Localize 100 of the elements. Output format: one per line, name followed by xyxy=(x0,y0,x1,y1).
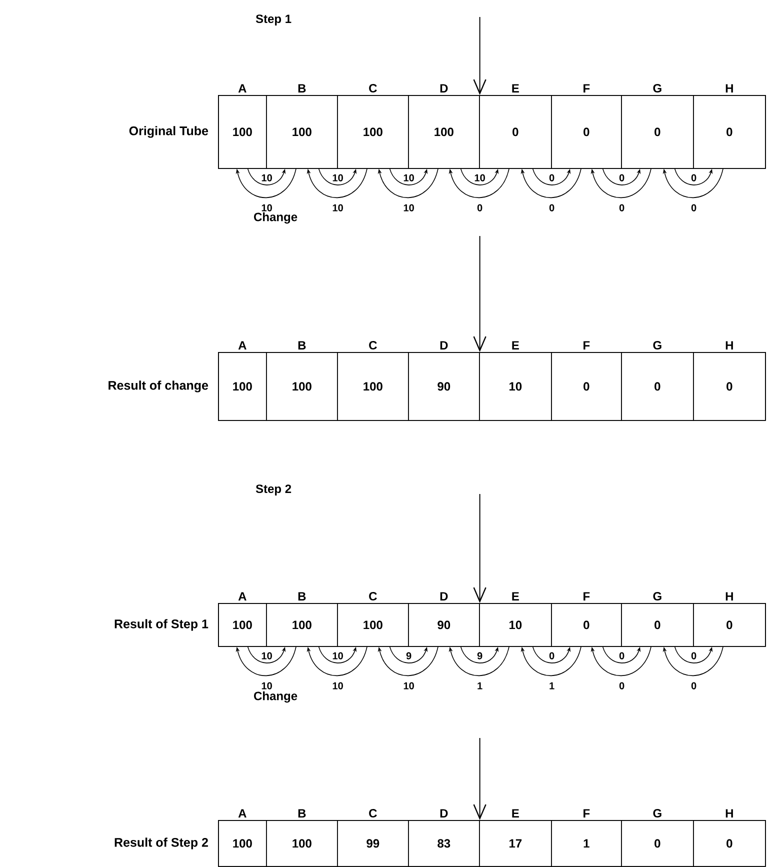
node-label: B xyxy=(298,809,306,818)
tube-cell: 0 H xyxy=(693,809,766,867)
tube-cell: 100 D xyxy=(408,84,480,169)
step-label: Step 2 xyxy=(256,484,292,496)
tube-cell: 0 E xyxy=(479,84,552,169)
edge-label: 0 xyxy=(549,652,554,660)
edge-label: 0 xyxy=(691,652,696,660)
node-label: F xyxy=(584,592,590,600)
node-label: H xyxy=(726,809,733,818)
arc-arrow xyxy=(520,646,582,676)
tube-cell: 0 G xyxy=(621,808,694,867)
tube-cell: 0 G xyxy=(621,592,694,647)
tube-cell: 1 F xyxy=(551,809,622,867)
arc-arrow xyxy=(662,646,724,676)
node-label: G xyxy=(653,340,662,350)
tube-cell: 90 D xyxy=(408,341,480,421)
node-label: B xyxy=(298,341,306,350)
tube-cell: 100 B xyxy=(266,592,338,647)
node-label: F xyxy=(584,809,590,818)
edge-label: 9 xyxy=(406,652,412,660)
arc-arrow xyxy=(306,168,368,198)
edge-label: 0 xyxy=(619,204,624,212)
tube-cell: 90 D xyxy=(408,592,480,647)
node-label: C xyxy=(369,84,377,92)
tube-cell: 100 C xyxy=(337,592,409,647)
arc-arrow xyxy=(236,646,296,676)
arc-arrow xyxy=(378,646,438,676)
tube-cell: 100 A xyxy=(218,341,267,421)
arc-arrow xyxy=(662,168,724,198)
node-label: E xyxy=(512,84,519,92)
tube-cell: 100 A xyxy=(218,84,267,169)
node-label: A xyxy=(238,809,246,818)
arc-arrow xyxy=(378,168,438,198)
node-label: E xyxy=(512,809,519,818)
edge-label: 0 xyxy=(619,174,624,182)
tube-cell: 99 C xyxy=(337,808,409,867)
node-label: D xyxy=(440,592,448,600)
node-label: E xyxy=(512,341,519,350)
pointer-arrow xyxy=(473,738,486,820)
tube-cell: 100 A xyxy=(218,809,267,867)
tube-cell: 83 D xyxy=(408,809,480,867)
tube-cell: 0 G xyxy=(621,84,694,169)
node-label: G xyxy=(653,808,662,818)
edge-label: 0 xyxy=(619,682,624,690)
edge-label: 0 xyxy=(691,204,696,212)
edge-label: 10 xyxy=(332,652,343,660)
arc-arrow xyxy=(448,646,510,676)
step-label: Step 1 xyxy=(256,14,292,26)
step-label: Change xyxy=(254,212,298,224)
edge-label: 10 xyxy=(404,204,414,212)
node-label: G xyxy=(653,84,662,92)
node-label: A xyxy=(238,592,246,600)
tube-cell: 100 C xyxy=(337,340,409,421)
arc-arrow xyxy=(520,168,582,198)
tube-cell: 0 F xyxy=(551,341,622,421)
node-label: G xyxy=(653,592,662,600)
edge-label: 10 xyxy=(262,174,272,182)
node-label: D xyxy=(440,84,448,92)
node-label: E xyxy=(512,592,519,600)
node-label: F xyxy=(584,341,590,350)
tube-cell: 0 H xyxy=(693,592,766,647)
arc-arrow xyxy=(306,646,368,676)
edge-label: 10 xyxy=(474,174,485,182)
edge-label: 10 xyxy=(332,682,343,690)
tube-cell: 0 F xyxy=(551,592,622,647)
tube-cell: 10 E xyxy=(479,592,552,647)
edge-label: 10 xyxy=(262,204,272,212)
node-label: C xyxy=(369,340,377,350)
pointer-arrow xyxy=(473,236,486,352)
edge-label: 10 xyxy=(332,204,343,212)
tube-cell: 0 H xyxy=(693,84,766,169)
node-label: B xyxy=(298,84,306,92)
edge-label: 1 xyxy=(478,682,482,690)
edge-label: 0 xyxy=(691,682,696,690)
node-label: A xyxy=(238,341,246,350)
node-label: H xyxy=(726,84,733,92)
node-label: C xyxy=(369,808,377,818)
tube-cell: 100 B xyxy=(266,809,338,867)
node-label: A xyxy=(238,84,246,92)
pointer-arrow xyxy=(473,16,486,95)
edge-label: 0 xyxy=(619,652,624,660)
tube-cell: 100 B xyxy=(266,84,338,169)
step-label: Change xyxy=(254,691,298,703)
arc-arrow xyxy=(236,168,296,198)
edge-label: 0 xyxy=(477,204,482,212)
edge-label: 10 xyxy=(332,174,343,182)
node-label: D xyxy=(440,341,448,350)
tube-cell: 100 A xyxy=(218,592,267,647)
node-label: F xyxy=(584,84,590,92)
edge-label: 0 xyxy=(549,174,554,182)
node-label: Result of Step 1 xyxy=(114,619,208,631)
tube-cell: 0 F xyxy=(551,84,622,169)
edge-label: 10 xyxy=(262,682,272,690)
edge-label: 0 xyxy=(549,204,554,212)
arc-arrow xyxy=(590,646,652,676)
node-label: C xyxy=(369,592,377,600)
tube-cell: 0 H xyxy=(693,341,766,421)
node-label: B xyxy=(298,592,306,600)
pointer-arrow xyxy=(473,494,486,603)
node-label: Result of Step 2 xyxy=(114,838,208,850)
